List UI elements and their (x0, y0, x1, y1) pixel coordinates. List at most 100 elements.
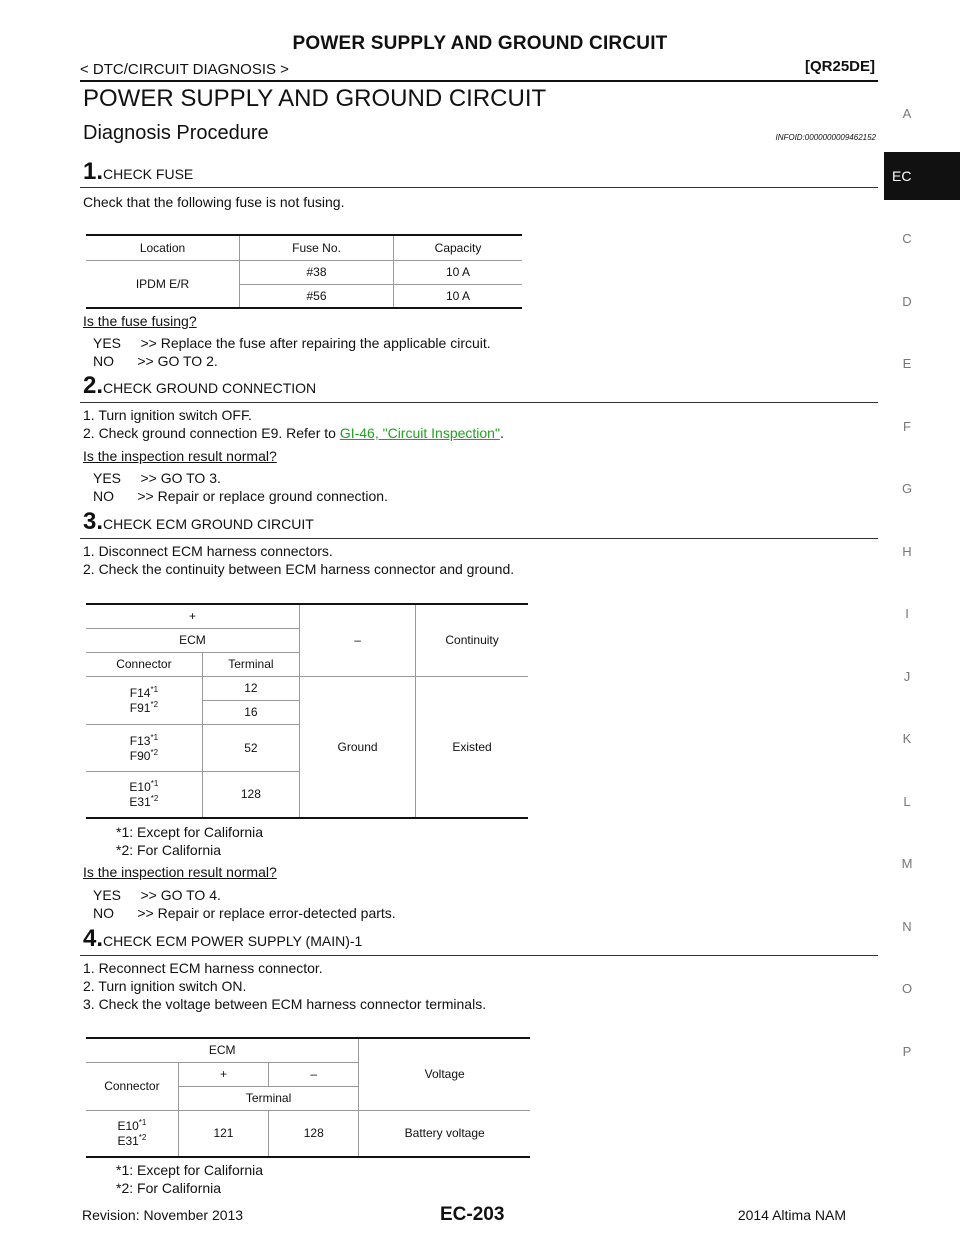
document-title: POWER SUPPLY AND GROUND CIRCUIT (292, 33, 668, 54)
table-cell: F13*1 F90*2 (86, 724, 203, 772)
step-question: Is the fuse fusing? (83, 313, 197, 329)
answer-yes: YES >> Replace the fuse after repairing … (93, 335, 491, 351)
sidebar-tab-e[interactable]: E (902, 356, 912, 371)
step-number: 1. (83, 158, 104, 185)
step-title: CHECK ECM GROUND CIRCUIT (103, 516, 314, 532)
footnote-mark: *2 (150, 747, 159, 757)
table-header: Capacity (393, 234, 522, 261)
footnote-mark: *2 (150, 700, 159, 709)
sidebar-tab-p[interactable]: P (902, 1043, 912, 1059)
link-suffix: . (499, 425, 504, 441)
sidebar-tab-k[interactable]: K (902, 731, 912, 746)
step-4-heading: 4.CHECK ECM POWER SUPPLY (MAIN)-1 (83, 925, 362, 953)
table-header: Terminal (178, 1086, 360, 1111)
footnote-mark: *1 (150, 732, 159, 742)
sidebar-tab-h[interactable]: H (902, 543, 912, 559)
circuit-inspection-link[interactable]: GI-46, "Circuit Inspection" (339, 425, 500, 441)
footer-revision: Revision: November 2013 (82, 1207, 244, 1223)
answer-yes: YES >> GO TO 3. (93, 470, 221, 486)
footnote: *2: For California (116, 1180, 222, 1196)
footer-model: 2014 Altima NAM (737, 1207, 846, 1223)
table-cell: #56 (239, 284, 394, 309)
table-header: Terminal (202, 652, 300, 677)
section-heading: Diagnosis Procedure (83, 122, 269, 144)
table-header: Connector (86, 652, 203, 677)
sidebar-tab-ec[interactable]: EC (884, 152, 960, 200)
step-text: 3. Check the voltage between ECM harness… (83, 996, 487, 1012)
fuse-table: Location Fuse No. Capacity IPDM E/R #38 … (86, 234, 522, 309)
footnote: *1: Except for California (116, 824, 264, 840)
sidebar-tab-o[interactable]: O (901, 981, 913, 996)
step-number: 3. (83, 508, 104, 535)
sidebar-tab-n[interactable]: N (902, 918, 912, 934)
table-cell: E10*1 E31*2 (86, 771, 203, 819)
connector-id: E10 (117, 1119, 139, 1134)
table-header: Fuse No. (239, 234, 394, 261)
table-header: Connector (86, 1062, 179, 1111)
connector-id: F13 (129, 733, 151, 748)
table-cell: IPDM E/R (86, 260, 240, 309)
step-number: 4. (83, 925, 104, 952)
table-header: + (86, 603, 300, 629)
step-rule (80, 187, 878, 188)
step-1-heading: 1.CHECK FUSE (83, 158, 193, 186)
sidebar-tab-l[interactable]: L (903, 793, 911, 809)
step-text: Check that the following fuse is not fus… (83, 194, 345, 210)
breadcrumb: < DTC/CIRCUIT DIAGNOSIS > (80, 61, 289, 78)
footnote-mark: *2 (138, 1133, 147, 1143)
sidebar-active-label: EC (892, 168, 912, 184)
sidebar-tab-g[interactable]: G (901, 481, 913, 496)
table-cell: 12 (202, 676, 300, 701)
answer-no: NO >> Repair or replace ground connectio… (93, 488, 388, 504)
connector-id: E31 (129, 795, 151, 810)
sidebar-tab-a[interactable]: A (902, 106, 912, 121)
step-text-with-link: 2. Check ground connection E9. Refer to … (83, 425, 504, 441)
step-text: 1. Disconnect ECM harness connectors. (83, 543, 333, 559)
table-cell: E10*1 E31*2 (86, 1110, 179, 1158)
step-rule (80, 538, 878, 539)
connector-id: E10 (129, 780, 151, 795)
table-cell: 52 (202, 724, 300, 772)
answer-no: NO >> Repair or replace error-detected p… (93, 905, 396, 921)
table-cell: #38 (239, 260, 394, 285)
table-cell: 10 A (393, 260, 522, 285)
table-cell: Ground (299, 676, 417, 819)
table-header: ECM (86, 628, 300, 653)
answer-yes: YES >> GO TO 4. (93, 887, 221, 903)
table-header: – (299, 603, 417, 677)
connector-id: F14 (129, 686, 151, 700)
sidebar-tab-m[interactable]: M (901, 856, 913, 871)
table-cell: 10 A (393, 284, 522, 309)
footnote-mark: *1 (138, 1118, 147, 1128)
footnote-mark: *2 (150, 794, 159, 804)
connector-id: F91 (129, 701, 151, 715)
table-cell: Battery voltage (358, 1110, 530, 1158)
step-title: CHECK FUSE (103, 166, 194, 182)
step-text: 1. Reconnect ECM harness connector. (83, 960, 323, 976)
step-text: 2. Check ground connection E9. Refer to (83, 425, 340, 441)
answer-no: NO >> GO TO 2. (93, 353, 218, 369)
step-question: Is the inspection result normal? (83, 864, 277, 880)
step-text: 2. Check the continuity between ECM harn… (83, 561, 515, 577)
sidebar-tab-j[interactable]: J (903, 668, 911, 684)
footnote: *1: Except for California (116, 1162, 264, 1178)
footnote: *2: For California (116, 842, 222, 858)
step-title: CHECK ECM POWER SUPPLY (MAIN)-1 (103, 933, 363, 949)
table-header: ECM (86, 1037, 360, 1063)
sidebar-tab-f[interactable]: F (903, 418, 911, 434)
table-header: + (178, 1062, 270, 1087)
sidebar-tab-i[interactable]: I (905, 606, 909, 621)
step-3-heading: 3.CHECK ECM GROUND CIRCUIT (83, 508, 314, 536)
step-2-heading: 2.CHECK GROUND CONNECTION (83, 372, 316, 400)
sidebar-tab-c[interactable]: C (902, 231, 912, 246)
step-number: 2. (83, 372, 104, 399)
table-cell: 121 (178, 1110, 270, 1158)
footnote-mark: *1 (150, 685, 159, 694)
model-code: [QR25DE] (804, 58, 875, 75)
step-text: 1. Turn ignition switch OFF. (83, 407, 252, 423)
table-cell: F14*1 F91*2 (86, 676, 203, 725)
sidebar-tab-d[interactable]: D (902, 293, 912, 309)
table-cell: 128 (202, 771, 300, 819)
table-cell: Existed (415, 676, 528, 819)
table-header: Voltage (358, 1037, 530, 1111)
